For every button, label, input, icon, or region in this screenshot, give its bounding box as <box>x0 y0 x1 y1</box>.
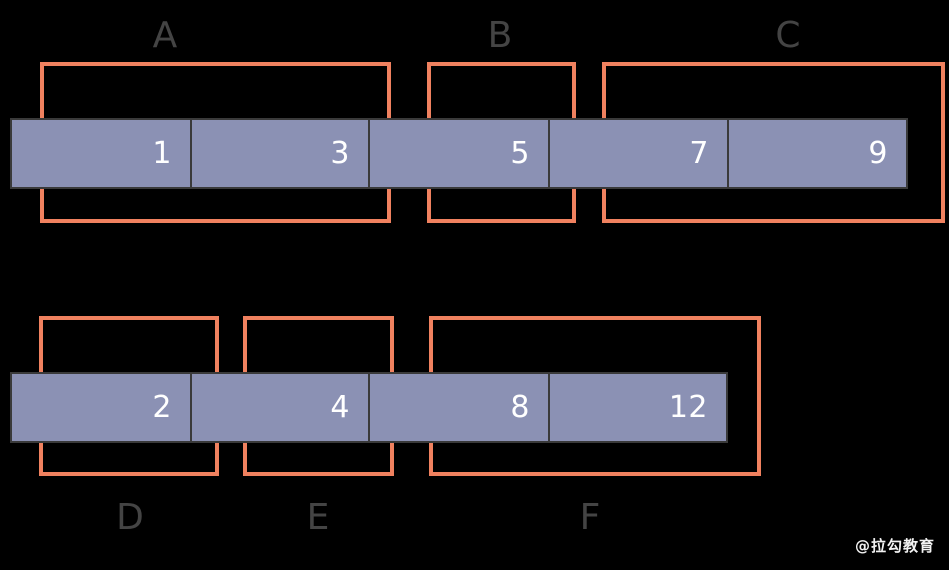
top-segment-4[interactable]: 7 <box>550 120 729 187</box>
top-segment-5[interactable]: 9 <box>729 120 906 187</box>
top-segment-1[interactable]: 1 <box>12 120 192 187</box>
bottom-segment-1[interactable]: 2 <box>12 374 192 441</box>
top-segment-2[interactable]: 3 <box>192 120 370 187</box>
group-label-d: D <box>116 497 144 538</box>
bottom-segment-3[interactable]: 8 <box>370 374 550 441</box>
group-label-c: C <box>775 15 801 56</box>
group-label-a: A <box>152 15 178 56</box>
group-label-f: F <box>579 497 601 538</box>
bottom-segment-2[interactable]: 4 <box>192 374 370 441</box>
bottom-row-bar: 2 4 8 12 <box>10 372 728 443</box>
group-label-b: B <box>487 15 513 56</box>
bottom-segment-4[interactable]: 12 <box>550 374 726 441</box>
watermark: @拉勾教育 <box>854 537 935 555</box>
group-label-e: E <box>306 497 330 538</box>
top-segment-3[interactable]: 5 <box>370 120 550 187</box>
top-row-bar: 1 3 5 7 9 <box>10 118 908 189</box>
